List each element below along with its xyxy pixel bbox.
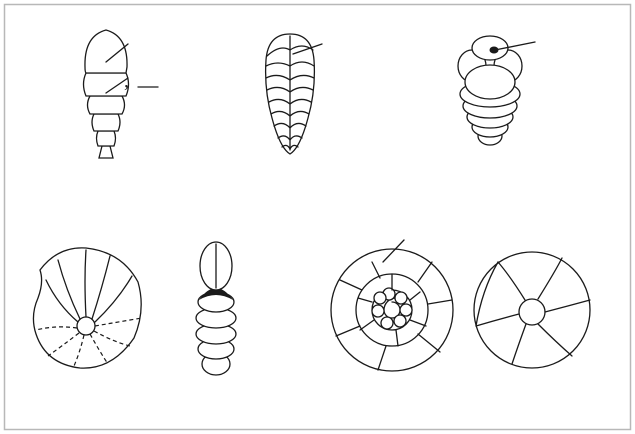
triserial-test bbox=[458, 36, 535, 145]
test-outline bbox=[33, 248, 141, 368]
final-chamber bbox=[85, 30, 127, 73]
chamber bbox=[372, 305, 384, 317]
test-outline bbox=[331, 249, 453, 371]
chamber bbox=[97, 131, 116, 146]
pointer-marker: , bbox=[124, 70, 129, 92]
umbilicus bbox=[519, 299, 545, 325]
chamber bbox=[395, 292, 407, 304]
trochospiral-test-spiral bbox=[331, 240, 453, 371]
chamber bbox=[394, 315, 406, 327]
chamber bbox=[88, 96, 125, 114]
chamber bbox=[400, 304, 412, 316]
chamber bbox=[465, 65, 515, 99]
planispiral-test-edge bbox=[196, 242, 236, 375]
uniserial-test: , bbox=[84, 30, 159, 158]
biserial-test bbox=[266, 34, 322, 154]
planispiral-test-side bbox=[33, 248, 142, 368]
proloculus bbox=[77, 317, 95, 335]
chamber bbox=[92, 114, 120, 131]
chamber bbox=[381, 317, 393, 329]
trochospiral-test-umbilical bbox=[474, 252, 590, 368]
chamber bbox=[374, 292, 386, 304]
chamber bbox=[99, 146, 113, 158]
